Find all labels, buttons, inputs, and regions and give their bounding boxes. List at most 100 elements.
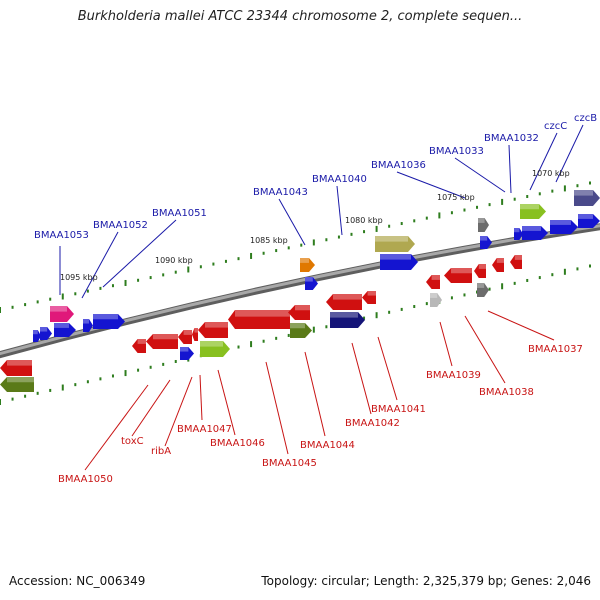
forward-gene-feature [305, 277, 318, 290]
tick-label: 1070 kbp [532, 169, 570, 178]
reverse-gene-feature [0, 377, 34, 392]
inner-tick [425, 302, 428, 306]
outer-tick [337, 235, 340, 239]
reverse-gene-label[interactable]: BMAA1046 [210, 438, 265, 449]
outer-tick [589, 181, 591, 185]
reverse-gene-label[interactable]: BMAA1038 [479, 387, 534, 398]
forward-gene-feature [40, 327, 52, 340]
inner-tick [275, 336, 278, 340]
forward-gene-feature [375, 236, 415, 252]
reverse-gene-label[interactable]: toxC [121, 436, 144, 447]
reverse-gene-label[interactable]: BMAA1047 [177, 424, 232, 435]
forward-gene-label[interactable]: BMAA1052 [93, 220, 148, 231]
map-title: Burkholderia mallei ATCC 23344 chromosom… [77, 9, 523, 24]
reverse-leader-line [265, 361, 289, 455]
reverse-gene-feature [178, 330, 192, 344]
outer-tick [0, 307, 1, 313]
forward-leader-line [396, 171, 466, 199]
reverse-leader-line [217, 369, 236, 436]
reverse-leader-line [304, 351, 326, 437]
reverse-gene-feature [198, 322, 228, 338]
outer-tick [488, 203, 491, 207]
reverse-leader-line [164, 376, 193, 447]
outer-tick [450, 211, 453, 215]
outer-tick [413, 219, 416, 223]
inner-tick [61, 384, 64, 391]
forward-gene-feature [93, 314, 125, 329]
gene-features [0, 190, 600, 392]
tick-label: 1090 kbp [155, 256, 193, 265]
outer-tick [526, 195, 529, 199]
reverse-gene-label[interactable]: BMAA1037 [528, 344, 583, 355]
inner-tick [0, 399, 1, 405]
reverse-gene-feature [474, 264, 486, 278]
tick-label: 1095 kbp [60, 273, 98, 282]
outer-tick [61, 293, 64, 300]
outer-tick [24, 303, 27, 307]
reverse-gene-label[interactable]: BMAA1045 [262, 458, 317, 469]
topology-info: Topology: circular; Length: 2,325,379 bp… [261, 574, 591, 588]
outer-tick [425, 216, 428, 220]
forward-leader-line [336, 185, 343, 236]
accession-text: Accession: NC_006349 [9, 574, 146, 588]
outer-tick [438, 212, 441, 219]
inner-tick [375, 312, 378, 319]
inner-tick [312, 326, 315, 333]
forward-gene-label[interactable]: BMAA1033 [429, 146, 484, 157]
outer-tick [49, 297, 52, 301]
gene-labels: BMAA1053 BMAA1052 BMAA1051 BMAA1043 BMAA1040… [34, 113, 597, 485]
forward-gene-label[interactable]: BMAA1053 [34, 230, 89, 241]
forward-gene-feature [514, 228, 523, 240]
reverse-gene-label[interactable]: BMAA1039 [426, 370, 481, 381]
outer-tick [275, 249, 278, 253]
outer-tick [99, 286, 102, 290]
inner-tick [262, 339, 265, 343]
forward-gene-label[interactable]: BMAA1032 [484, 133, 539, 144]
inner-tick [149, 365, 152, 369]
reverse-gene-feature [426, 275, 440, 289]
reverse-leader-line [351, 342, 372, 415]
outer-tick [262, 251, 265, 255]
forward-gene-label[interactable]: BMAA1051 [152, 208, 207, 219]
reverse-gene-feature [200, 341, 230, 357]
inner-tick [413, 305, 416, 309]
inner-tick [111, 374, 114, 378]
outer-tick [388, 224, 391, 228]
outer-tick [74, 292, 77, 296]
inner-tick [513, 281, 516, 285]
inner-tick [250, 341, 253, 348]
forward-gene-feature [50, 306, 74, 322]
reverse-gene-feature [492, 258, 504, 272]
forward-gene-feature [180, 347, 194, 360]
reverse-gene-feature [192, 328, 198, 341]
forward-gene-feature [54, 323, 76, 337]
reverse-gene-label[interactable]: BMAA1042 [345, 418, 400, 429]
inner-tick [36, 391, 39, 395]
reverse-gene-label[interactable]: ribA [151, 446, 171, 457]
tick-label: 1075 kbp [437, 193, 475, 202]
forward-gene-feature [83, 319, 93, 332]
forward-gene-label[interactable]: czcB [574, 113, 597, 124]
outer-tick [463, 208, 466, 212]
inner-tick [551, 273, 554, 277]
forward-gene-label[interactable]: BMAA1040 [312, 174, 367, 185]
outer-tick [149, 276, 152, 280]
forward-gene-label[interactable]: BMAA1036 [371, 160, 426, 171]
forward-gene-label[interactable]: BMAA1043 [253, 187, 308, 198]
outer-tick [312, 239, 315, 246]
reverse-gene-feature [362, 291, 376, 304]
inner-tick [237, 345, 240, 349]
inner-tick [99, 377, 102, 381]
reverse-gene-label[interactable]: BMAA1044 [300, 440, 355, 451]
outer-tick [538, 192, 541, 196]
outer-tick [199, 265, 202, 269]
reverse-gene-feature [0, 360, 32, 376]
reverse-gene-label[interactable]: BMAA1041 [371, 404, 426, 415]
forward-gene-label[interactable]: czcC [544, 121, 567, 132]
forward-gene-feature [380, 254, 418, 270]
inner-tick [11, 397, 14, 401]
reverse-gene-label[interactable]: BMAA1050 [58, 474, 113, 485]
inner-tick [137, 368, 140, 372]
forward-gene-feature [550, 220, 578, 234]
